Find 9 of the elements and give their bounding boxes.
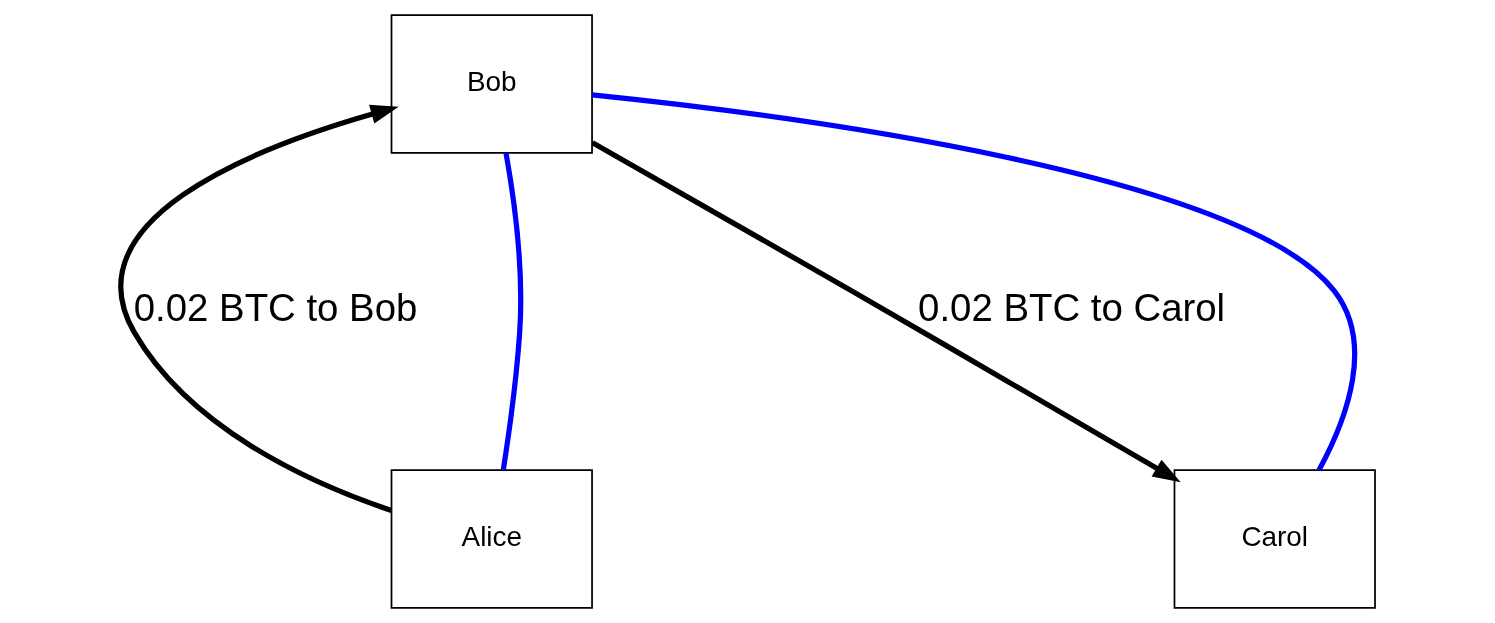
node-box: Bob bbox=[390, 14, 593, 154]
connector bbox=[592, 92, 1358, 472]
connector bbox=[500, 152, 524, 471]
arrow bbox=[591, 140, 1181, 483]
edge-label: 0.02 BTC to Bob bbox=[133, 286, 418, 330]
node-box: Carol bbox=[1173, 469, 1376, 609]
node-box: Alice bbox=[390, 469, 593, 609]
edge-label: 0.02 BTC to Carol bbox=[918, 286, 1226, 330]
arrow bbox=[118, 104, 399, 513]
